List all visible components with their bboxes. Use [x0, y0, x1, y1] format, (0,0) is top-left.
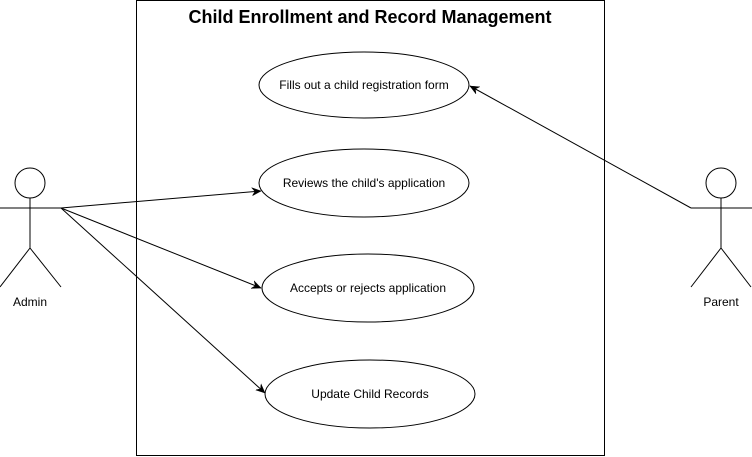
use-case-review-label: Reviews the child's application	[283, 176, 445, 190]
actor-admin-head-icon	[14, 167, 46, 199]
association-admin-update	[60, 207, 265, 393]
actor-parent[interactable]: Parent	[690, 167, 752, 309]
use-case-review[interactable]: Reviews the child's application	[258, 148, 470, 218]
use-case-accept-reject[interactable]: Accepts or rejects application	[261, 253, 475, 323]
association-parent-fill	[470, 85, 692, 209]
actor-parent-label: Parent	[703, 295, 739, 309]
actor-admin-left-leg	[0, 247, 31, 288]
use-case-fill-form[interactable]: Fills out a child registration form	[258, 51, 470, 119]
association-admin-accept	[60, 207, 261, 288]
actor-admin[interactable]: Admin	[0, 167, 62, 309]
use-case-update-records[interactable]: Update Child Records	[264, 359, 476, 429]
use-case-fill-form-label: Fills out a child registration form	[279, 78, 448, 92]
actor-parent-head-icon	[705, 167, 737, 199]
actor-admin-label: Admin	[13, 295, 47, 309]
use-case-accept-reject-label: Accepts or rejects application	[290, 281, 446, 295]
use-case-update-records-label: Update Child Records	[311, 387, 428, 401]
system-title: Child Enrollment and Record Management	[188, 7, 551, 27]
actor-parent-right-leg	[720, 247, 752, 288]
actor-parent-left-leg	[690, 247, 722, 288]
actor-admin-right-leg	[29, 247, 62, 288]
association-admin-review	[60, 191, 261, 209]
